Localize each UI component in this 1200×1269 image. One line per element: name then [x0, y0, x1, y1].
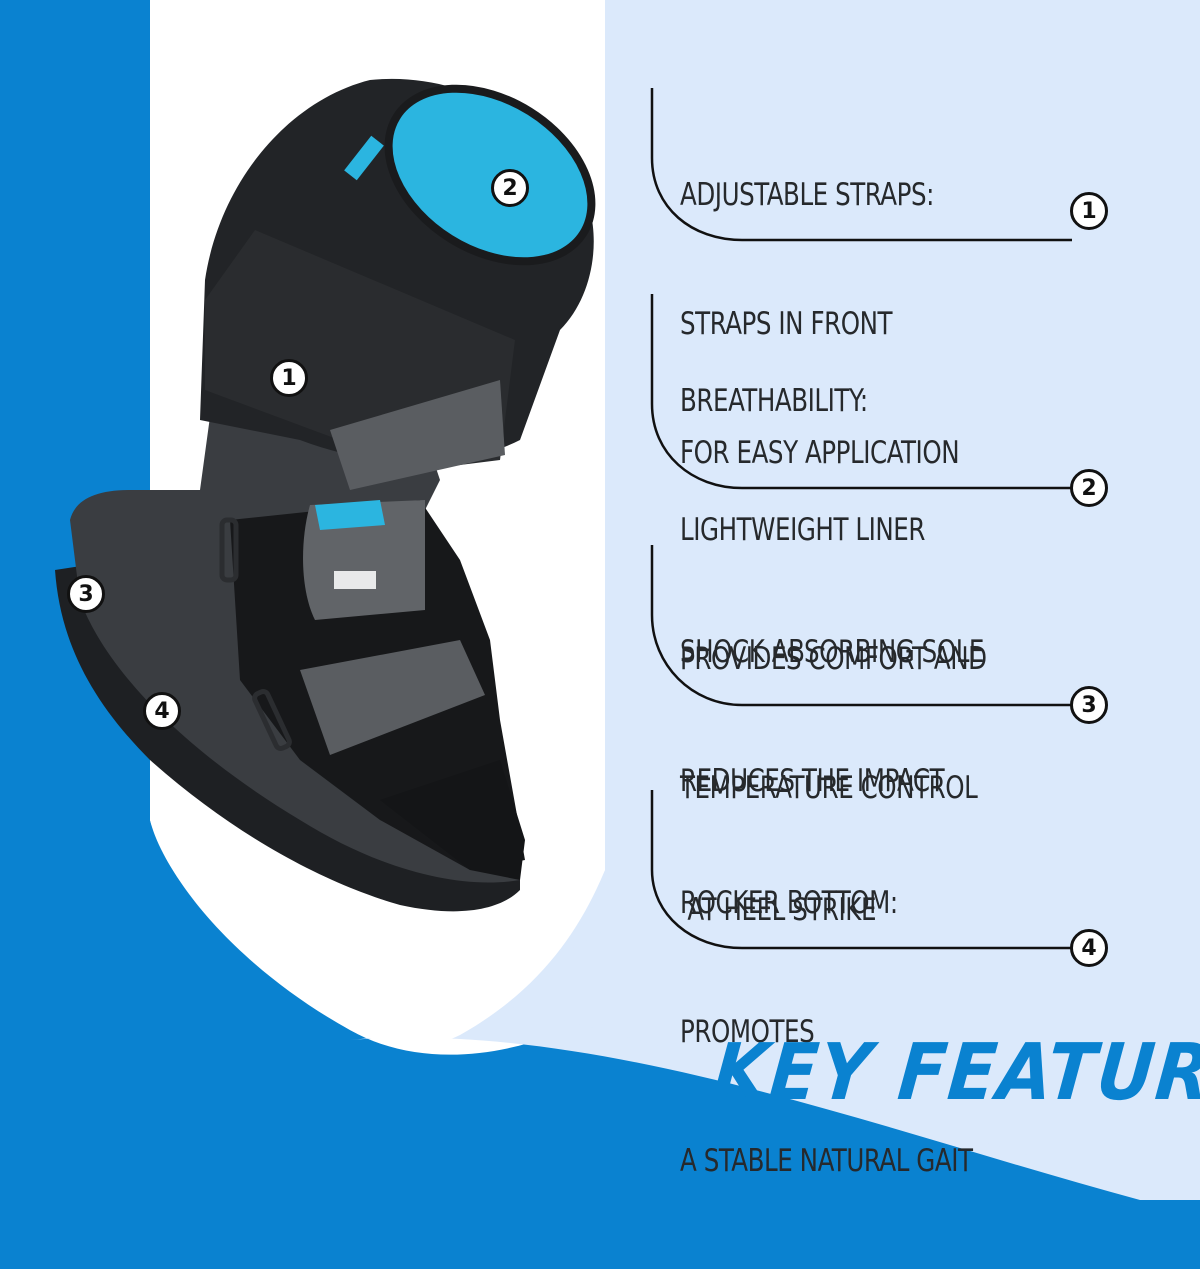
- callout-4-icon: 4: [143, 692, 181, 730]
- feature-line: SHOCK ABSORBING SOLE: [680, 634, 984, 670]
- key-features-title: KEY FEATURES: [709, 1028, 1200, 1118]
- leader-line-1: [650, 88, 1072, 242]
- feature-line: BREATHABILITY:: [680, 383, 868, 419]
- feature-line: FOR EASY APPLICATION: [680, 435, 960, 471]
- walker-boot-image: [55, 78, 596, 912]
- callout-3-icon: 3: [67, 575, 105, 613]
- feature-1-text: ADJUSTABLE STRAPS: STRAPS IN FRONT FOR E…: [680, 88, 960, 561]
- feature-line: A STABLE NATURAL GAIT: [680, 1143, 973, 1179]
- feature-1-number-icon: 1: [1070, 192, 1108, 230]
- callout-2-icon: 2: [491, 169, 529, 207]
- feature-line: ROCKER BOTTOM:: [680, 885, 898, 921]
- feature-2-number-icon: 2: [1070, 469, 1108, 507]
- leader-line-3: [650, 545, 1072, 707]
- feature-line: ADJUSTABLE STRAPS:: [680, 177, 934, 213]
- buckle-upper: [219, 517, 239, 583]
- ankle-strap: [303, 500, 425, 620]
- feature-3-number-icon: 3: [1070, 686, 1108, 724]
- callout-1-icon: 1: [270, 359, 308, 397]
- liner-rim: [384, 84, 596, 266]
- buckle-lower: [252, 688, 292, 752]
- forefoot-strap: [300, 640, 485, 755]
- upper-strap-band: [330, 380, 505, 490]
- feature-4-number-icon: 4: [1070, 929, 1108, 967]
- light-panel-fill: [480, 0, 1200, 1200]
- formfit-label: [334, 571, 376, 589]
- feature-line: PROMOTES: [680, 1014, 815, 1050]
- brand-tag: [344, 135, 384, 181]
- feature-3-text: SHOCK ABSORBING SOLE REDUCES THE IMPACT …: [680, 545, 984, 1018]
- feature-line: TEMPERATURE CONTROL: [680, 770, 978, 806]
- feature-line: REDUCES THE IMPACT: [680, 763, 945, 799]
- feature-4-text: ROCKER BOTTOM: PROMOTES A STABLE NATURAL…: [680, 796, 973, 1269]
- feature-line: AT HEEL STRIKE: [680, 892, 877, 928]
- toe-pad: [380, 760, 525, 880]
- ankle-liner: [315, 500, 385, 530]
- feature-line: STRAPS IN FRONT: [680, 306, 893, 342]
- leader-line-2: [650, 294, 1072, 490]
- liner-opening: [388, 88, 592, 262]
- leader-line-4: [650, 790, 1072, 950]
- feature-2-text: BREATHABILITY: LIGHTWEIGHT LINER PROVIDE…: [680, 294, 987, 896]
- feature-line: PROVIDES COMFORT AND: [680, 641, 987, 677]
- feature-line: LIGHTWEIGHT LINER: [680, 512, 925, 548]
